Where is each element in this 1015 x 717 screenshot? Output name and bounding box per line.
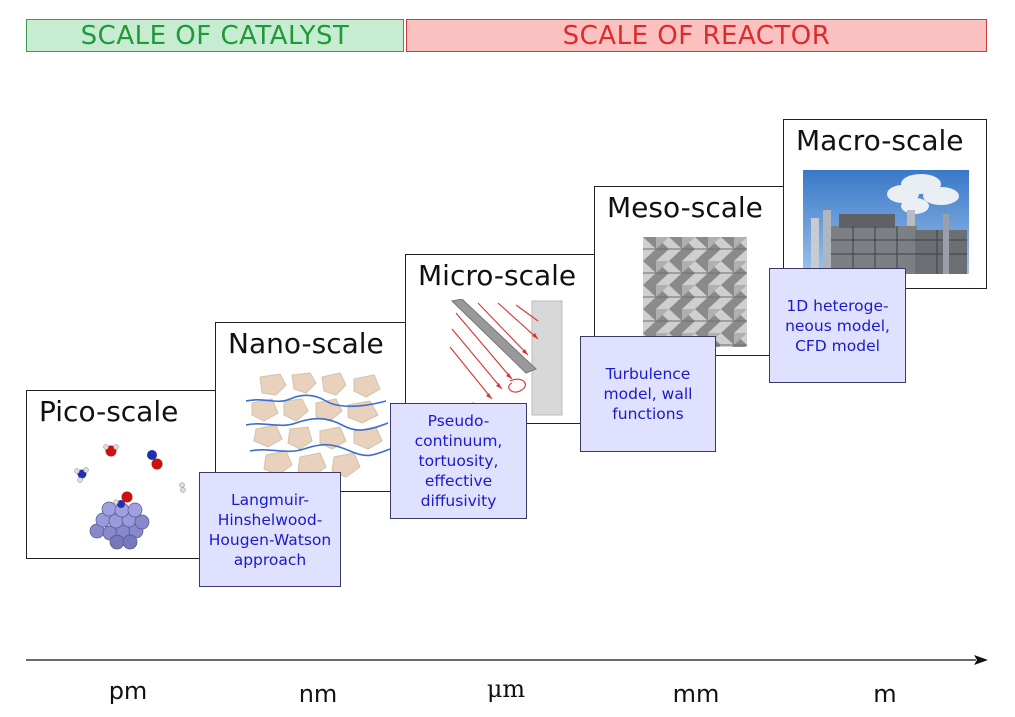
adsorbed-molecule [113, 491, 133, 508]
model-line: functions [612, 405, 684, 423]
meso-scale-title: Meso-scale [607, 191, 763, 224]
molecular-cluster-illustration [74, 444, 186, 550]
model-line: Pseudo- [427, 412, 490, 430]
reactor-scale-banner: SCALE OF REACTOR [406, 19, 987, 52]
pseudo-continuum-model-box: Pseudo- continuum, tortuosity, effective… [390, 403, 527, 519]
metal-cluster [89, 501, 150, 550]
heterogeneous-cfd-model-box: 1D heteroge- neous model, CFD model [769, 268, 906, 383]
unit-label-nm: nm [298, 680, 338, 708]
nano-scale-panel: Nano-scale [215, 322, 406, 492]
model-line: Hougen-Watson [208, 530, 332, 549]
pico-scale-title: Pico-scale [39, 395, 179, 428]
hydrogen-molecule [179, 482, 186, 493]
unit-label-m: m [873, 680, 897, 708]
micro-scale-panel: Micro-scale [405, 254, 595, 424]
macro-scale-panel: Macro-scale [783, 119, 987, 289]
micro-scale-title: Micro-scale [418, 259, 577, 292]
model-line: effective [424, 472, 493, 490]
model-line: Hinshelwood- [217, 510, 323, 529]
no-molecule [147, 450, 163, 470]
model-line: CFD model [795, 336, 880, 355]
porous-particle-illustration [246, 372, 391, 478]
water-molecule [103, 444, 119, 457]
model-line: tortuosity, [418, 452, 499, 470]
axis-arrowhead [974, 655, 988, 665]
unit-label-um: μm [486, 675, 526, 703]
industrial-plant-photo [803, 170, 969, 274]
lhhw-model-box: Langmuir- Hinshelwood- Hougen-Watson app… [199, 472, 341, 587]
unit-label-mm: mm [672, 680, 720, 708]
macro-scale-title: Macro-scale [796, 124, 964, 157]
model-line: Langmuir- [230, 490, 309, 509]
nano-scale-title: Nano-scale [228, 327, 384, 360]
unit-label-pm: pm [108, 677, 148, 705]
model-line: neous model, [785, 316, 890, 335]
turbulence-model-box: Turbulence model, wall functions [580, 336, 716, 452]
model-line: approach [233, 550, 307, 569]
pico-scale-panel: Pico-scale [26, 390, 216, 559]
ammonia-molecule [74, 467, 89, 483]
catalyst-scale-banner: SCALE OF CATALYST [26, 19, 404, 52]
meso-scale-panel: Meso-scale [594, 186, 785, 356]
model-line: model, wall [603, 385, 693, 403]
model-line: 1D heteroge- [786, 296, 889, 315]
length-scale-axis [26, 655, 988, 665]
model-line: diffusivity [420, 492, 497, 510]
model-line: Turbulence [605, 365, 691, 383]
packed-bed-structure-illustration [643, 237, 747, 347]
flow-field-illustration [449, 299, 563, 416]
model-line: continuum, [414, 432, 503, 450]
